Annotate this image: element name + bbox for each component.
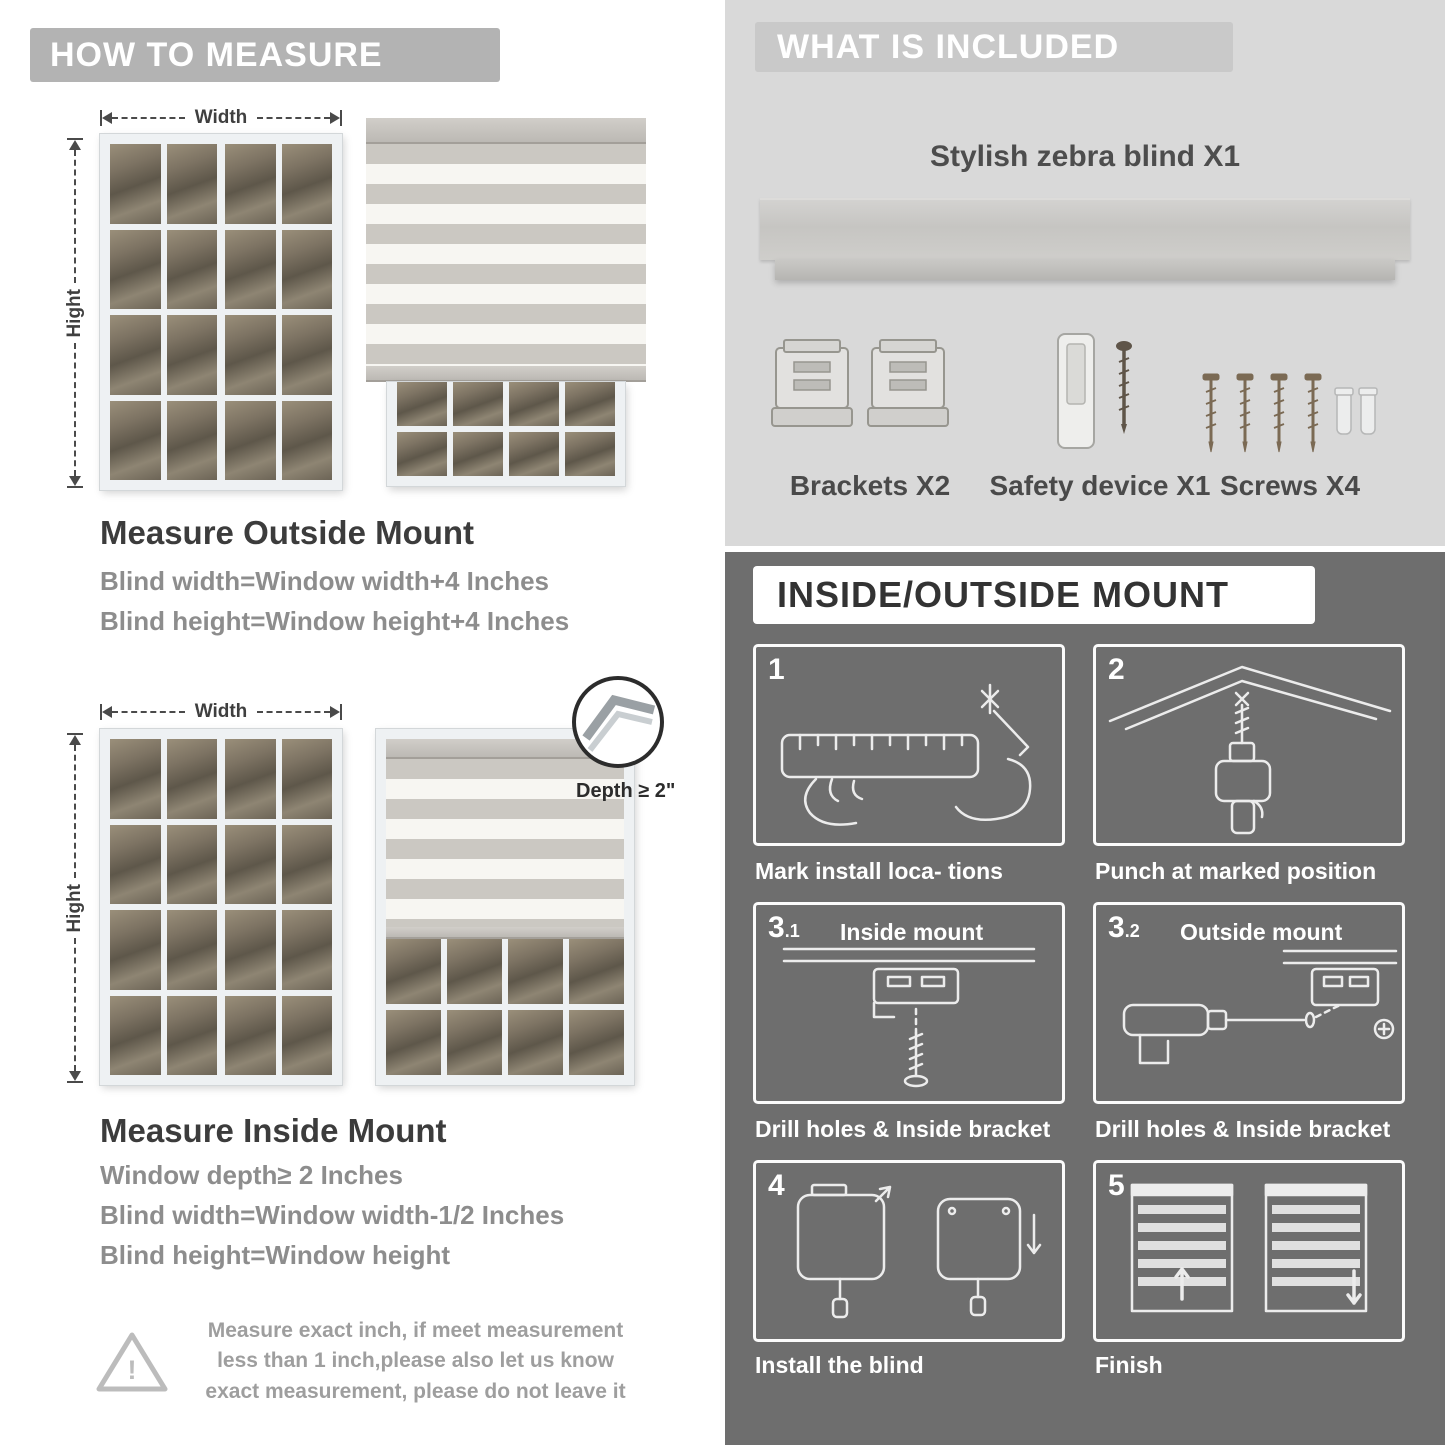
step-panel-2: 2 (1093, 644, 1405, 846)
step-panel-5: 5 (1093, 1160, 1405, 1342)
inside-mount-title: Measure Inside Mount (100, 1112, 447, 1149)
warning-text: Measure exact inch, if meet measurement … (205, 1319, 626, 1403)
step-caption-3-1: Drill holes & Inside bracket (755, 1116, 1051, 1142)
width-label: Width (194, 701, 248, 722)
how-to-measure-header: HOW TO MEASURE (30, 28, 500, 82)
safety-device-icon (1057, 333, 1132, 449)
blind-head-rail (366, 118, 646, 144)
blind-stripes (386, 759, 624, 927)
inside-mount-line2: Blind width=Window width-1/2 Inches (100, 1200, 565, 1230)
step-number: 1 (768, 653, 785, 686)
blind-headrail-image (760, 198, 1410, 260)
window-panes (225, 144, 332, 480)
width-arrow: Width (100, 107, 342, 128)
window-panes (110, 739, 217, 1075)
blind-bottom-rail (386, 927, 624, 939)
step-title: Inside mount (840, 919, 984, 945)
step-caption-5: Finish (1095, 1352, 1163, 1378)
measure-warning: ! Measure exact inch, if meet measuremen… (95, 1316, 640, 1407)
warning-icon: ! (95, 1329, 169, 1395)
width-arrow: Width (100, 701, 342, 722)
step-panel-3-2: 3.2 Outside mount (1093, 902, 1405, 1104)
safety-device-label: Safety device X1 (989, 470, 1211, 501)
blind-headrail-lip (775, 260, 1395, 280)
finished-blinds-illustration (1130, 1183, 1368, 1313)
blind-stripes (366, 144, 646, 366)
mount-section: INSIDE/OUTSIDE MOUNT 1 Mark install loca… (725, 552, 1445, 1445)
inside-mount-line3: Blind height=Window height (100, 1240, 450, 1270)
height-arrow: Hight (62, 138, 88, 489)
outside-bracket-illustration (1122, 949, 1398, 1065)
height-label: Hight (64, 288, 85, 338)
step-caption-1: Mark install loca- tions (755, 858, 1003, 884)
window-panes (386, 939, 624, 1075)
step-number: 3.1 (768, 911, 800, 944)
step-panel-3-1: 3.1 Inside mount (753, 902, 1065, 1104)
brackets-label: Brackets X2 (789, 470, 951, 501)
warning-exclamation: ! (127, 1354, 137, 1385)
install-blind-illustration (796, 1183, 1042, 1319)
window-panes (110, 144, 217, 480)
mount-header: INSIDE/OUTSIDE MOUNT (753, 566, 1315, 624)
height-arrow: Hight (62, 733, 88, 1084)
step-number: 3.2 (1108, 911, 1140, 944)
outside-mount-line1: Blind width=Window width+4 Inches (100, 566, 549, 596)
step-number: 2 (1108, 653, 1125, 686)
zebra-blind-outside-illustration (366, 118, 646, 487)
inside-bracket-illustration (782, 947, 1036, 1088)
what-is-included-header: WHAT IS INCLUDED (755, 22, 1233, 72)
window-panes (225, 739, 332, 1075)
screws-icon (1202, 373, 1378, 453)
inside-mount-line1: Window depth≥ 2 Inches (100, 1160, 403, 1190)
what-is-included-section: WHAT IS INCLUDED Stylish zebra blind X1 (725, 0, 1445, 546)
outside-mount-line2: Blind height=Window height+4 Inches (100, 606, 570, 636)
height-label: Hight (64, 883, 85, 933)
window-inside-illustration (99, 728, 343, 1086)
step-caption-3-2: Drill holes & Inside bracket (1095, 1116, 1391, 1142)
outside-mount-title: Measure Outside Mount (100, 514, 475, 551)
blind-bottom-rail (366, 366, 646, 382)
screws-label: Screws X4 (1219, 470, 1361, 501)
blind-head-rail (386, 739, 624, 759)
step-panel-1: 1 (753, 644, 1065, 846)
mark-location-illustration (780, 683, 1032, 826)
window-outside-illustration (99, 133, 343, 491)
depth-callout-circle (572, 676, 664, 768)
width-label: Width (194, 107, 248, 128)
drill-illustration (1108, 665, 1392, 835)
product-title: Stylish zebra blind X1 (929, 140, 1241, 173)
step-caption-2: Punch at marked position (1095, 858, 1377, 884)
step-caption-4: Install the blind (755, 1352, 924, 1378)
window-corner-icon (582, 694, 656, 752)
zebra-blind-inside-illustration (375, 728, 635, 1086)
brackets-icon (771, 339, 949, 427)
step-title: Outside mount (1180, 919, 1343, 945)
step-number: 4 (768, 1169, 785, 1202)
window-behind-blind (386, 381, 626, 487)
step-panel-4: 4 (753, 1160, 1065, 1342)
step-number: 5 (1108, 1169, 1125, 1202)
depth-label: Depth ≥ 2" (576, 780, 676, 802)
